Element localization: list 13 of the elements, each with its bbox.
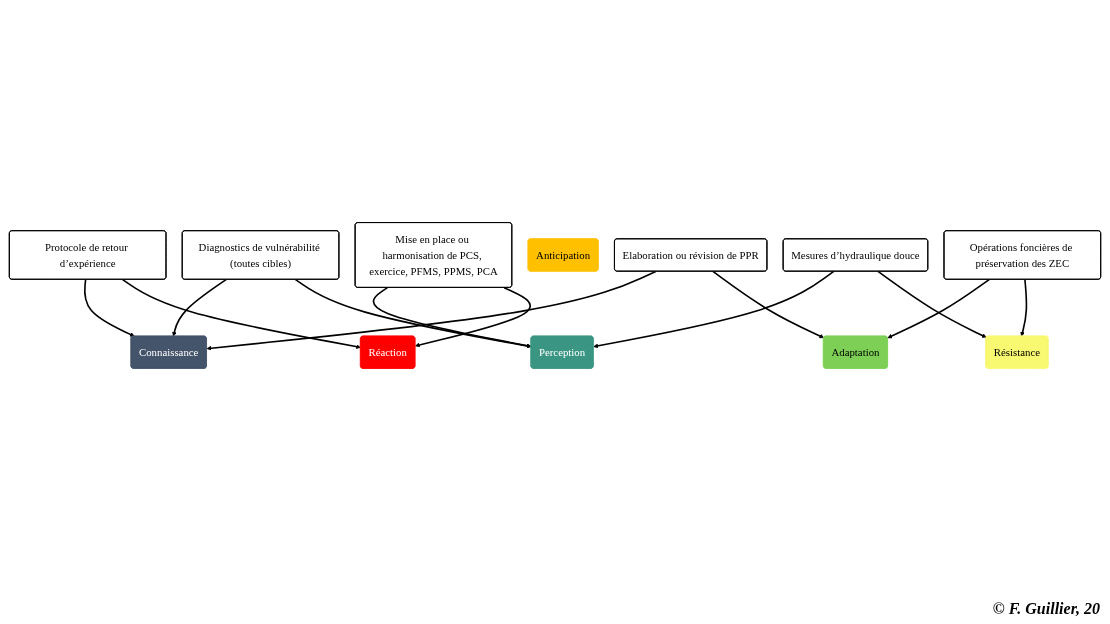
arrow <box>593 270 835 348</box>
arrow <box>415 286 531 347</box>
arrow <box>294 278 532 348</box>
arrow <box>712 270 825 338</box>
arrow <box>206 270 657 351</box>
arrow <box>877 270 987 338</box>
copyright-note: © F. Guillier, 20 <box>992 600 1100 617</box>
arrow <box>1020 278 1028 336</box>
arrow <box>172 278 227 336</box>
arrow <box>372 286 532 348</box>
arrow <box>83 278 135 337</box>
arrow <box>121 278 361 349</box>
arrow <box>887 278 990 338</box>
